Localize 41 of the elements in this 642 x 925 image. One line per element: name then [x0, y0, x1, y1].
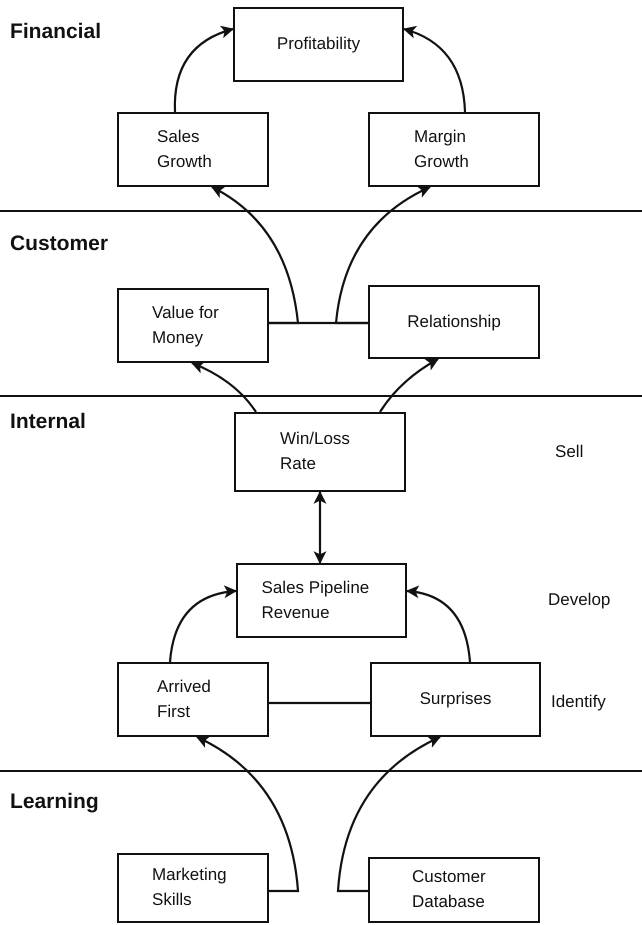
process-box	[368, 112, 540, 187]
process-box	[117, 288, 269, 363]
arrow	[406, 586, 472, 662]
process-box	[236, 563, 407, 638]
arrow	[314, 490, 326, 564]
connector-line	[269, 702, 370, 704]
section-heading: Customer	[10, 232, 108, 256]
arrow	[174, 26, 234, 112]
stage-label: Identify	[551, 692, 606, 712]
arrow	[379, 358, 439, 413]
box-label: Marketing Skills	[152, 864, 228, 911]
box-label: Margin Growth	[414, 126, 470, 172]
box-label: Sales Growth	[157, 126, 213, 172]
process-box	[117, 112, 269, 187]
box-label: Arrived First	[157, 676, 212, 722]
process-box	[370, 662, 541, 737]
stage-label: Develop	[548, 590, 610, 610]
box-label: Sales Pipeline Revenue	[262, 576, 370, 624]
arrow	[168, 586, 238, 662]
arrow	[191, 362, 257, 413]
arrow	[336, 736, 441, 892]
arrow	[402, 26, 466, 112]
box-label: Profitability	[276, 33, 360, 56]
section-heading: Financial	[10, 20, 102, 44]
box-label: Value for Money	[152, 302, 220, 348]
stage-label: Sell	[555, 442, 584, 462]
process-box	[233, 7, 404, 82]
box-label: Win/Loss Rate	[280, 428, 351, 475]
section-heading: Learning	[10, 790, 99, 814]
arrow	[334, 186, 431, 324]
box-label: Surprises	[420, 688, 492, 710]
section-heading: Internal	[10, 410, 86, 434]
process-box	[368, 857, 540, 923]
arrow	[211, 186, 300, 324]
box-label: Customer Database	[412, 866, 487, 913]
process-box	[234, 412, 406, 492]
process-box	[368, 285, 540, 359]
process-box	[117, 853, 269, 923]
box-label: Relationship	[407, 310, 501, 333]
process-box	[117, 662, 269, 737]
arrow	[196, 736, 300, 892]
